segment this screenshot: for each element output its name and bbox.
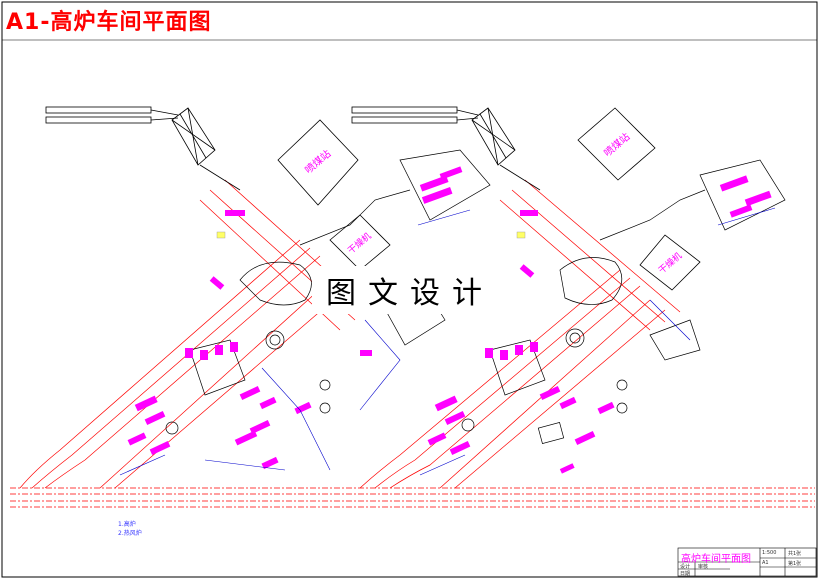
left-accent: [216, 231, 226, 239]
left-dryer: 干燥机: [329, 214, 391, 271]
title-block-count1: 共1张: [788, 551, 802, 557]
left-blast-furnace-unit: 喷煤站 干燥机: [19, 106, 491, 489]
legend-item-furnace: 1.高炉: [118, 521, 136, 528]
title-block: 高炉车间平面图 1:500 A1 共1张 第1张 设计 审核 日期: [678, 548, 818, 578]
title-block-designer: 设计: [680, 564, 691, 570]
right-conveyor: [351, 106, 479, 124]
title-block-scale: 1:500: [762, 550, 777, 556]
right-dimensions: [419, 207, 776, 476]
title-block-date: 日期: [680, 571, 691, 577]
right-blast-furnace-unit: 喷煤站 干燥机: [351, 106, 786, 489]
right-diagonal-rails: [359, 179, 681, 489]
left-truss: [171, 107, 241, 191]
right-accent: [516, 231, 526, 239]
left-diagonal-rails: [19, 179, 371, 489]
left-dimensions: [119, 209, 471, 476]
watermark-label: 图文设计: [312, 266, 508, 314]
left-buildings: [165, 149, 491, 435]
right-coal-station: 喷煤站: [577, 107, 656, 181]
left-highlights: [127, 166, 463, 470]
drawing-title: A1-高炉车间平面图: [6, 10, 212, 35]
title-block-frame: [677, 547, 817, 577]
right-buildings: [461, 159, 786, 445]
right-dryer: 干燥机: [639, 234, 701, 291]
left-coal-station: 喷煤站: [277, 119, 359, 206]
title-block-name: 高炉车间平面图: [681, 554, 751, 565]
rail-tracks: [10, 487, 815, 508]
right-highlights: [427, 175, 772, 474]
title-block-count2: 第1张: [788, 561, 802, 567]
legend-item-hot-stove: 2.热风炉: [118, 530, 142, 537]
title-block-checker: 审核: [698, 564, 709, 570]
legend: 1.高炉 2.热风炉: [118, 520, 142, 538]
right-truss: [471, 107, 541, 191]
title-block-sheet: A1: [762, 560, 769, 566]
left-conveyor: [45, 106, 179, 124]
